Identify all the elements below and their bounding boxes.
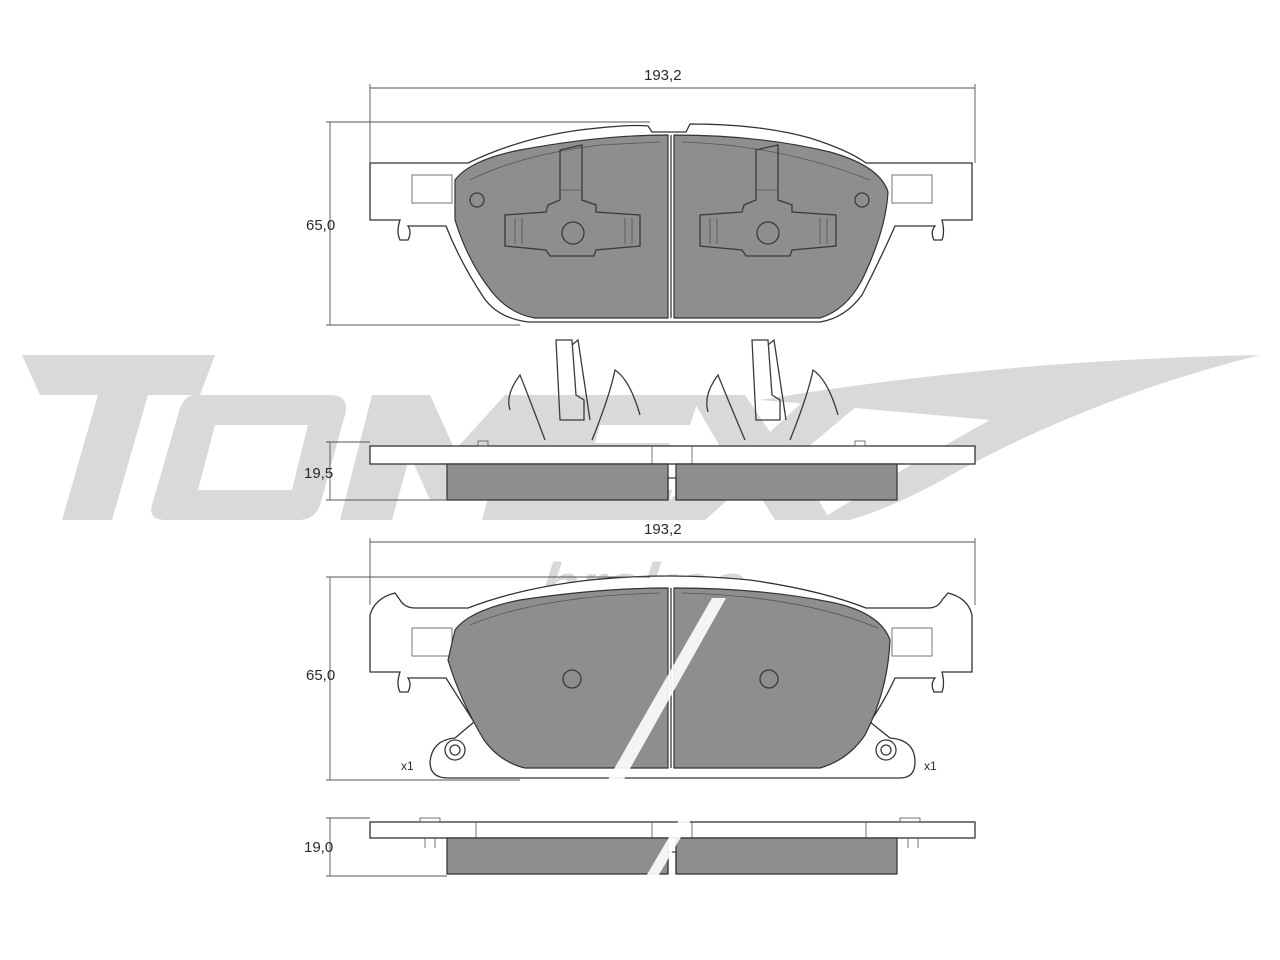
top-thickness-label: 19,5 [304,465,333,482]
top-height-dimension: 65,0 [306,121,650,326]
top-width-dimension: 193,2 [369,67,976,163]
top-clip-right [699,144,837,257]
top-pad-side-view: 19,5 [304,338,976,501]
top-height-label: 65,0 [306,217,335,234]
bottom-thickness-label: 19,0 [304,839,333,856]
bottom-pad-side-view: 19,0 [304,808,976,890]
bottom-thickness-dimension: 19,0 [304,817,447,877]
bottom-height-dimension: 65,0 [306,576,650,781]
top-width-label: 193,2 [644,67,682,84]
watermark-stripe [602,598,726,790]
top-clip-left [504,144,641,257]
bottom-pad-front-view: x1 x1 193,2 65,0 [306,521,976,790]
qty-right-label: x1 [924,759,937,773]
bottom-width-dimension: 193,2 [369,521,976,605]
watermark-stripe-lower [638,808,698,890]
top-springs [508,338,839,441]
qty-left-label: x1 [401,759,414,773]
bottom-height-label: 65,0 [306,667,335,684]
top-thickness-dimension: 19,5 [304,441,447,501]
top-pad-front-view: 193,2 65,0 [306,67,976,326]
bottom-width-label: 193,2 [644,521,682,538]
